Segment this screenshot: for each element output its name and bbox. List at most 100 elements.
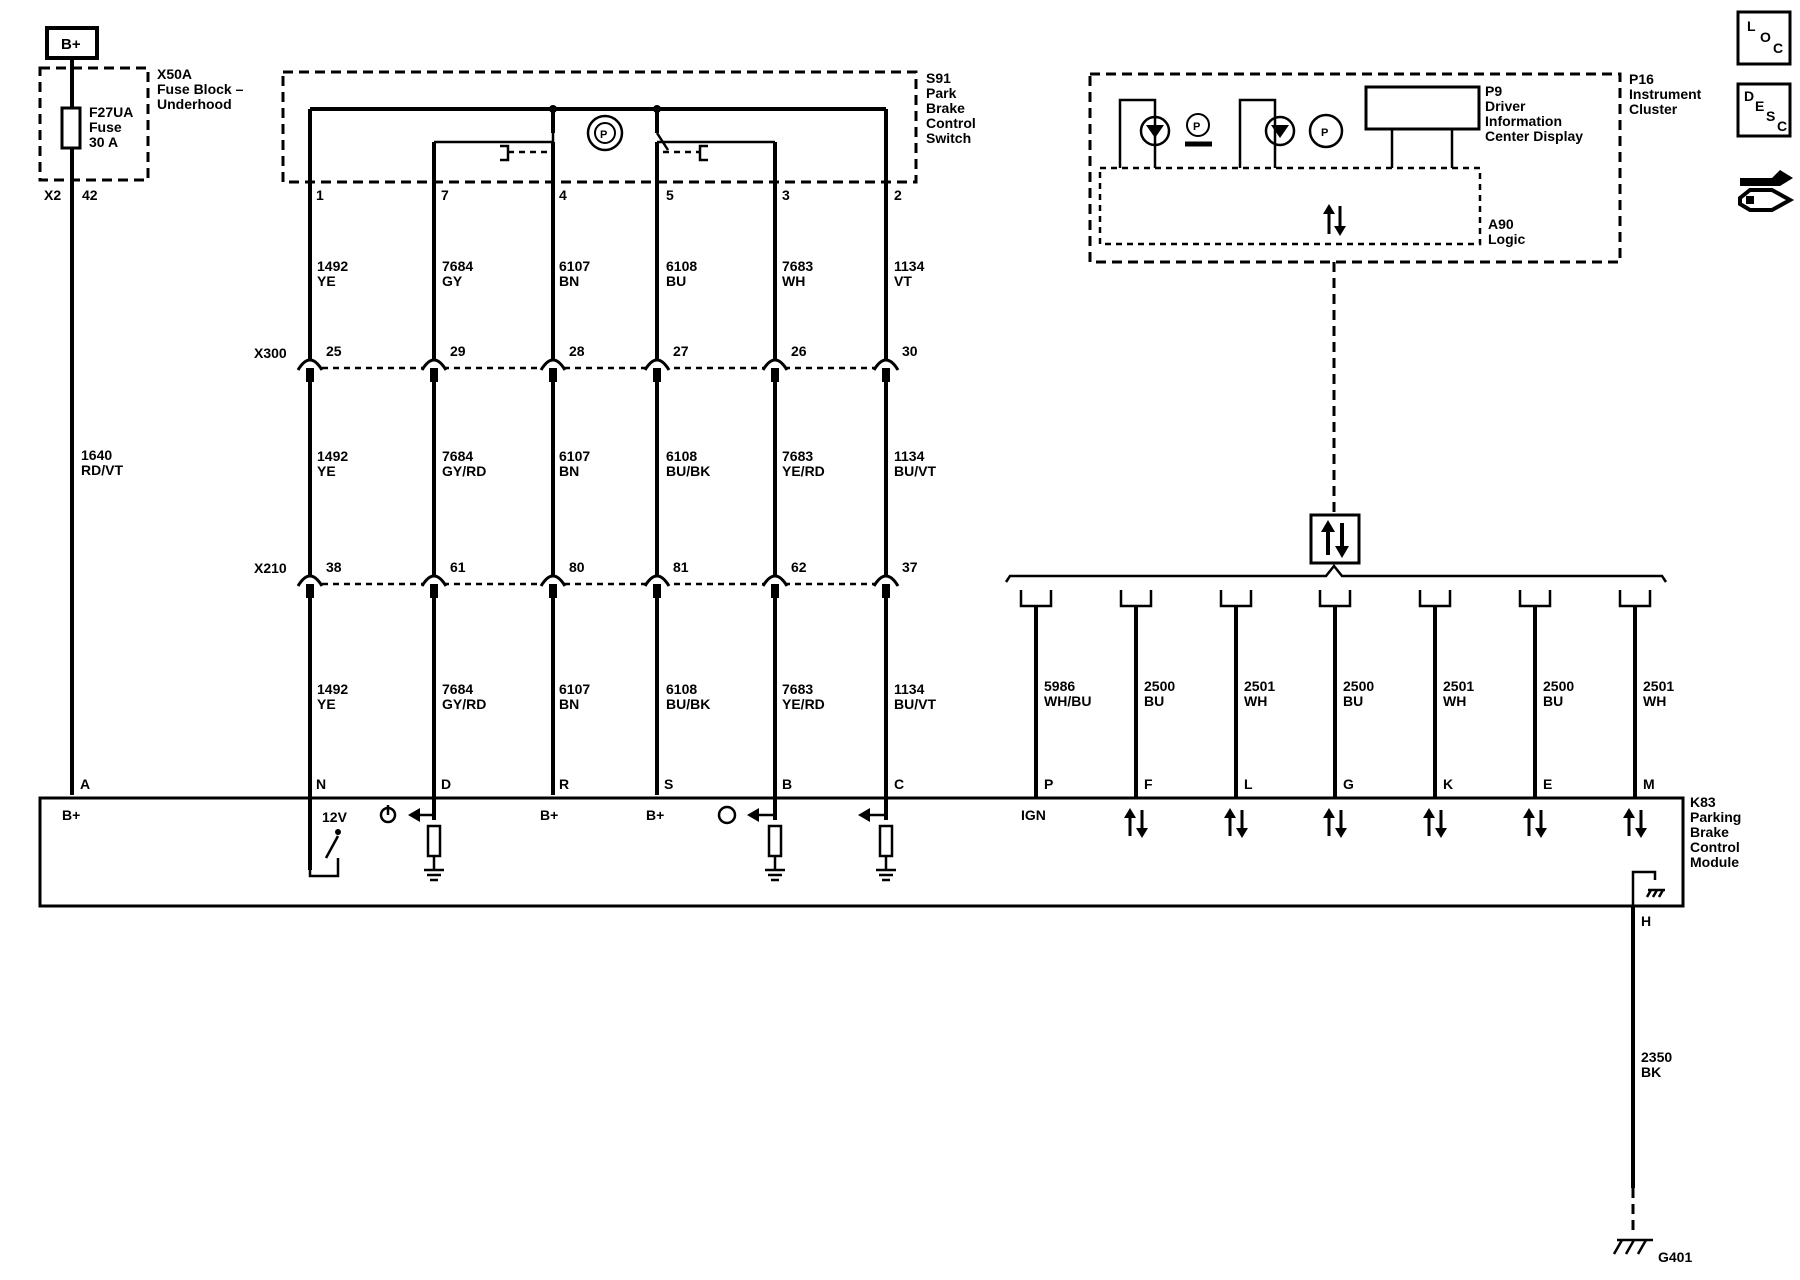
bus-wire-4-color: BU [1343,693,1363,709]
loc-letter-c: C [1773,40,1783,56]
x210-plug-2 [430,584,438,598]
bus-wire-7-color: WH [1643,693,1666,709]
description-icon-frame[interactable] [1736,82,1792,138]
x210-plug-6 [882,584,890,598]
feed-wire-num: 1640 [81,447,112,463]
wire-bot-4-num: 6108 [666,681,697,697]
wire-mid-5-color: YE/RD [782,463,825,479]
module-pin-L: L [1244,776,1253,792]
data-link-arrow-down-head [1335,546,1349,558]
module-input-b [717,805,785,882]
bus-stub-4 [1318,590,1352,608]
bidir-f-down-head [1136,828,1148,838]
fuse-connector-name: X2 [44,187,61,203]
ground-name: G401 [1658,1249,1692,1265]
x210-pin-label-5: 62 [791,559,807,575]
resistor-b [767,824,783,858]
wire-bot-1-color: YE [317,696,336,712]
switch-pin-2: 7 [441,187,449,203]
connector-view-icon-pin[interactable] [1746,196,1754,204]
x300-plug-5 [771,368,779,382]
chassis-ground-tick-3 [1657,889,1665,898]
x300-pin-2 [420,358,448,371]
x300-pin-label-5: 26 [791,343,807,359]
ground-point-tick-3 [1636,1239,1648,1255]
module-bplus-s: B+ [646,807,664,823]
ground-wire-color: BK [1641,1064,1661,1080]
bus-wire-labels: 5986 WH/BU 2500 BU 2501 WH 2500 BU 2501 … [1044,678,1674,709]
wire-labels-top: 1492 YE 7684 GY 6107 BN 6108 BU 7683 WH … [317,258,925,289]
wire-top-6-color: VT [894,273,912,289]
bus-stub-7 [1618,590,1652,608]
desc-letter-s: S [1766,108,1775,124]
module-pin-R: R [559,776,569,792]
bidir-g-up-head [1323,808,1335,818]
switch-pin-5: 3 [782,187,790,203]
module-ign-label: IGN [1021,807,1046,823]
location-icon[interactable]: L O C [1736,10,1792,66]
wire-labels-bottom: 1492 YE 7684 GY/RD 6107 BN 6108 BU/BK 76… [317,681,936,712]
x300-pin-1 [296,358,324,371]
x210-pin-5 [761,574,789,587]
wire-top-4-color: BU [666,273,686,289]
connector-view-icon-lower[interactable] [1738,188,1795,212]
fuse-block-name: X50A [157,66,192,82]
fuse-block-desc-2: Underhood [157,96,232,112]
bidir-arrow-icon-g [1323,808,1347,838]
fuse-block-desc-1: Fuse Block – [157,81,244,97]
description-icon[interactable]: D E S C [1736,82,1792,138]
module-bplus-a: B+ [62,807,80,823]
bplus-tag-label: B+ [61,36,81,53]
arrow-left-icon-d [408,808,420,822]
x210-pins [296,574,900,598]
switch-bracket-left [500,144,510,162]
module-data-arrows [1124,808,1647,838]
wire-mid-4-num: 6108 [666,448,697,464]
x210-pin-label-1: 38 [326,559,342,575]
lamp-1-frame [1118,98,1157,168]
wire-bot-6-color: BU/VT [894,696,936,712]
switch-desc-3: Control [926,115,976,131]
bidir-g-down-head [1335,828,1347,838]
x300-plug-3 [549,368,557,382]
bidir-k-up-head [1423,808,1435,818]
fuse-symbol [60,106,82,150]
led-icon-2 [1264,115,1296,147]
module-desc-3: Control [1690,839,1740,855]
display-desc-1: Driver [1485,98,1526,114]
x210-plug-4 [653,584,661,598]
module-12v-label: 12V [322,809,348,825]
bidir-l-down-head [1236,828,1248,838]
wire-top-6-num: 1134 [894,258,925,274]
connector-view-icon[interactable] [1738,170,1795,212]
connector-view-icon-upper[interactable] [1740,170,1793,186]
location-icon-frame[interactable] [1736,10,1792,66]
led-icon-1-diode [1146,125,1164,138]
fuse-label-2: Fuse [89,119,122,135]
x300-pin-6 [872,358,900,371]
bus-wire-6-color: BU [1543,693,1563,709]
switch-name: S91 [926,70,951,86]
bus-stub-2 [1119,590,1153,608]
switch-desc-2: Brake [926,100,965,116]
switch-desc-1: Park [926,85,957,101]
module-pin-D: D [441,776,451,792]
module-pin-B: B [782,776,792,792]
fuse-label-3: 30 A [89,134,118,150]
bus-wire-3-num: 2501 [1244,678,1275,694]
bus-wire-7-num: 2501 [1643,678,1674,694]
status-circle-icon [717,805,737,825]
loc-letter-o: O [1760,29,1771,45]
wire-bot-1-num: 1492 [317,681,348,697]
switch-pin-4: 5 [666,187,674,203]
module-desc-2: Brake [1690,824,1729,840]
ground-point-tick-1 [1612,1239,1624,1255]
module-desc-1: Parking [1690,809,1741,825]
bus-wire-1-num: 5986 [1044,678,1075,694]
bus-wire-4-num: 2500 [1343,678,1374,694]
logic-outline [1098,166,1482,246]
bidir-e-down-head [1535,828,1547,838]
wire-columns [308,109,888,870]
module-ground-lead [1631,870,1657,906]
